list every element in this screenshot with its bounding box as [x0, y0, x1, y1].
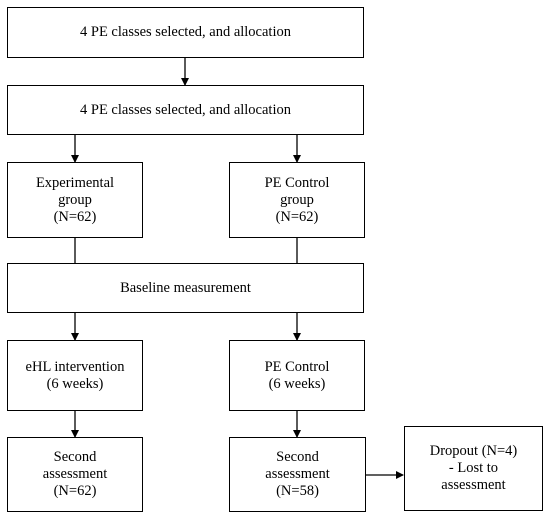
baseline-measurement-text: Baseline measurement — [120, 279, 251, 296]
second-assessment-experimental-line-2: assessment — [42, 466, 108, 482]
control-group-box: PE Control group (N=62) — [229, 162, 365, 238]
control-group-line-2: group — [280, 191, 314, 208]
second-assessment-control-box: Second assessment (N=58) — [229, 437, 366, 512]
experimental-group-line-2: group — [58, 191, 92, 208]
dropout-line-2: - Lost to — [448, 460, 499, 476]
pe-control-line-1: PE Control — [264, 358, 330, 375]
control-group-line-1: PE Control — [264, 174, 330, 191]
pe-control-box: PE Control (6 weeks) — [229, 340, 365, 411]
ehl-intervention-line-2: (6 weeks) — [46, 375, 104, 392]
top-box-text: 4 PE classes selected, and allocation — [80, 24, 291, 40]
ehl-intervention-box: eHL intervention (6 weeks) — [7, 340, 143, 411]
second-assessment-experimental-box: Second assessment (N=62) — [7, 437, 143, 512]
pe-control-line-2: (6 weeks) — [268, 375, 326, 392]
second-assessment-control-line-1: Second — [276, 449, 319, 465]
second-assessment-control-line-3: (N=58) — [276, 483, 319, 499]
second-assessment-control-line-2: assessment — [265, 466, 330, 482]
second-assessment-experimental-line-3: (N=62) — [53, 483, 97, 499]
allocation-box-text: 4 PE classes selected, and allocation — [80, 101, 291, 118]
dropout-line-3: assessment — [441, 477, 506, 493]
control-group-line-3: (N=62) — [275, 208, 319, 225]
baseline-measurement-box: Baseline measurement — [7, 263, 364, 313]
top-box: 4 PE classes selected, and allocation — [7, 7, 364, 58]
experimental-group-line-1: Experimental — [35, 174, 115, 191]
experimental-group-box: Experimental group (N=62) — [7, 162, 143, 238]
allocation-box: 4 PE classes selected, and allocation — [7, 85, 364, 135]
second-assessment-experimental-line-1: Second — [53, 449, 97, 465]
dropout-box: Dropout (N=4) - Lost to assessment — [404, 426, 543, 511]
dropout-line-1: Dropout (N=4) — [429, 443, 518, 459]
ehl-intervention-line-1: eHL intervention — [25, 358, 125, 375]
experimental-group-line-3: (N=62) — [53, 208, 97, 225]
